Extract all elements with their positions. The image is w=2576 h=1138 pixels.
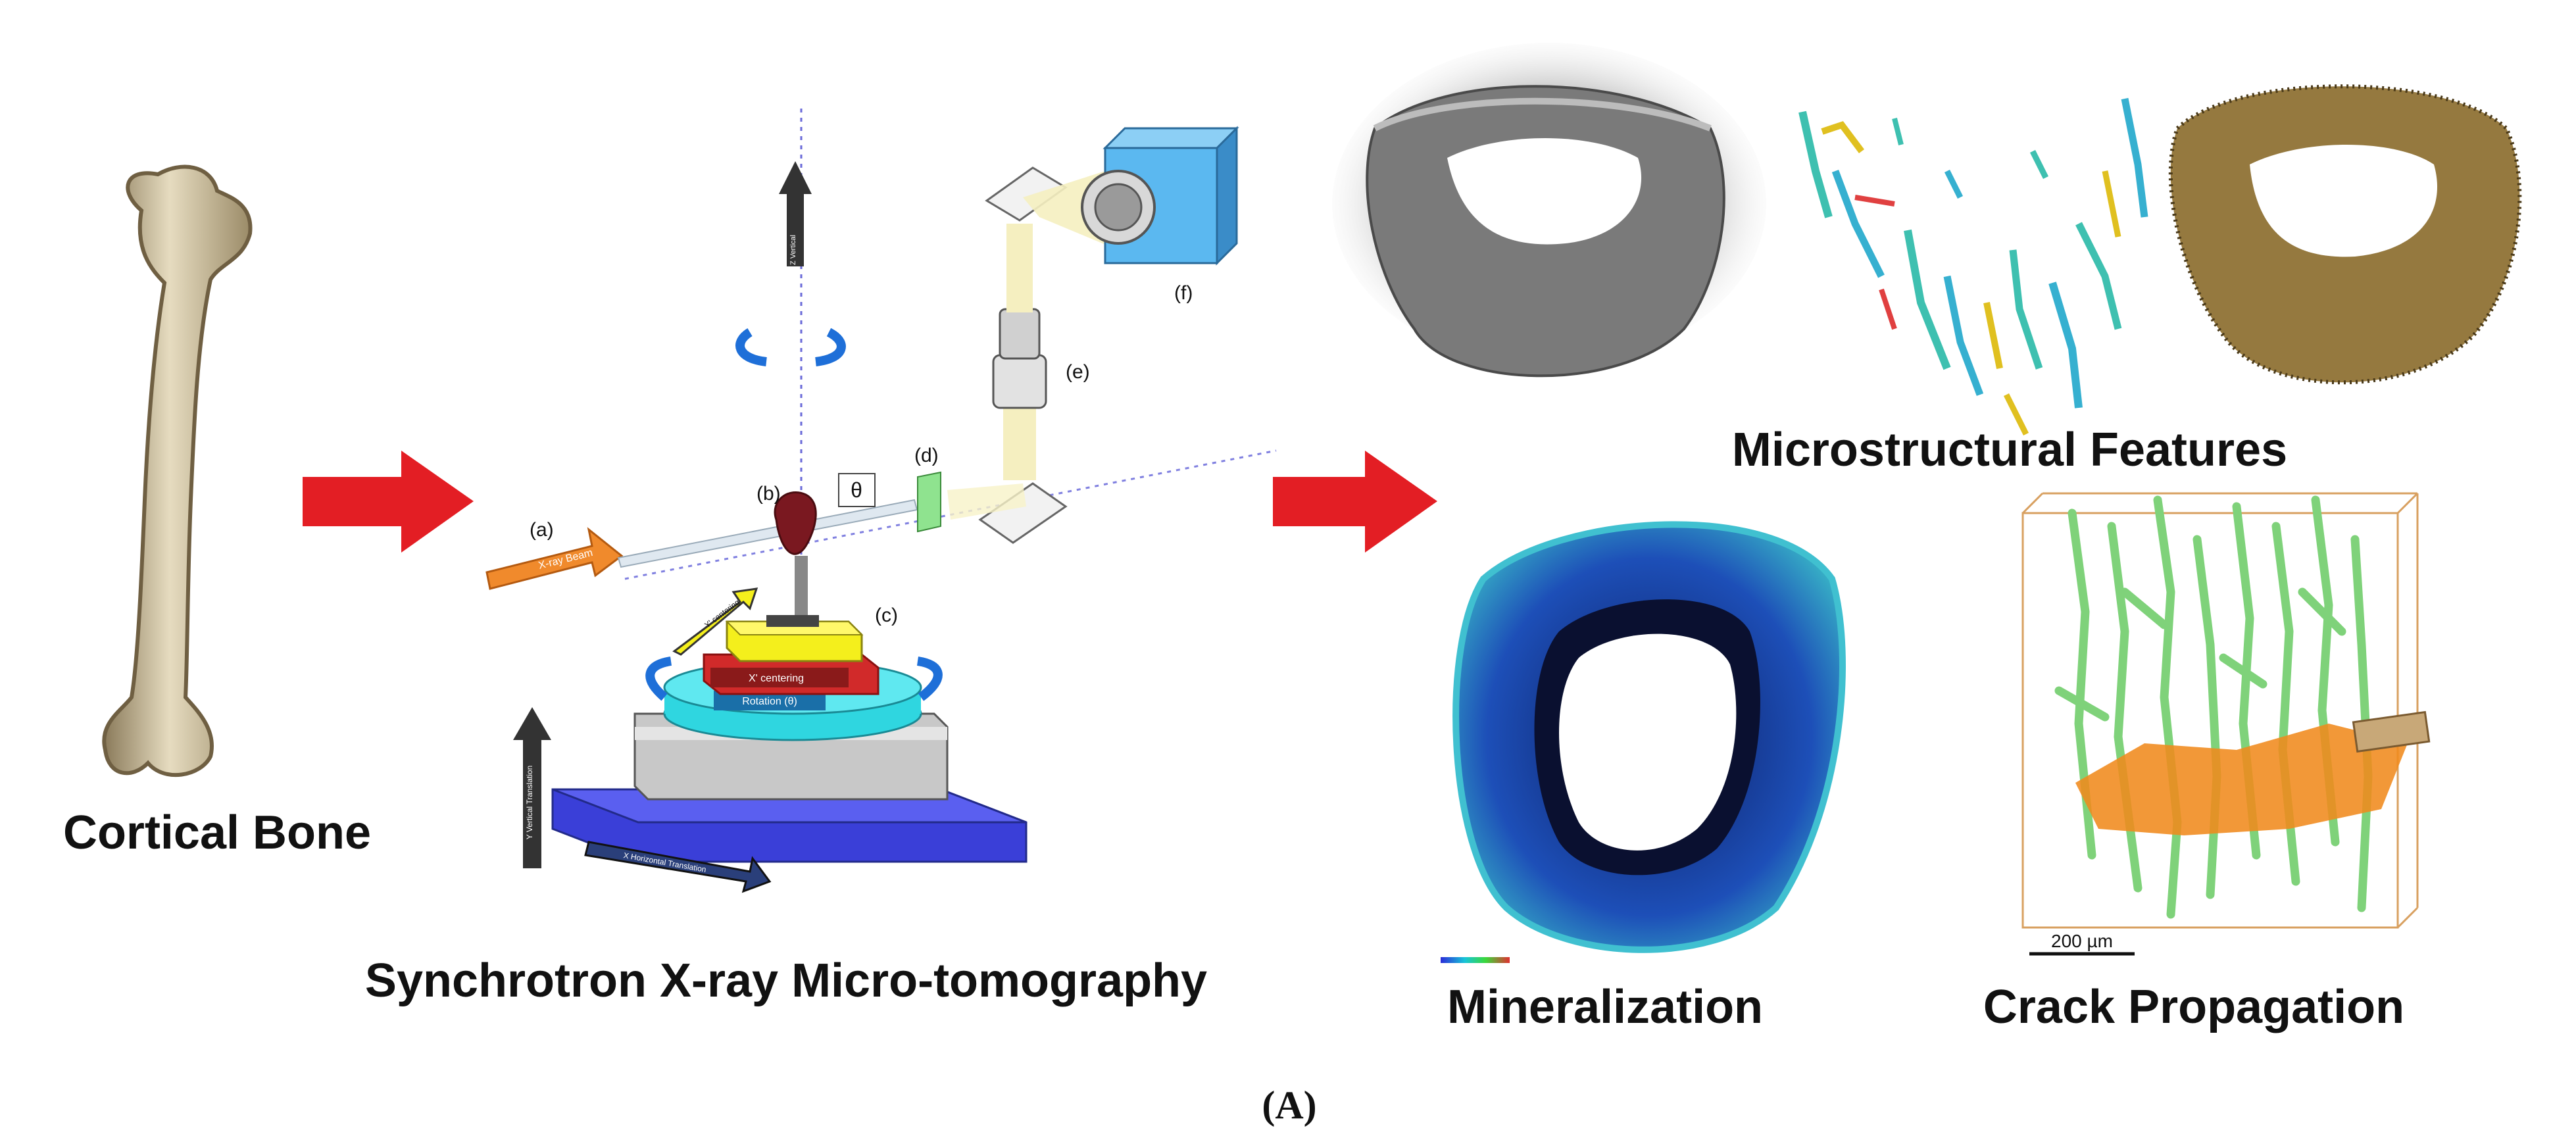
- svg-text:X' centering: X' centering: [749, 673, 804, 684]
- y-vertical-arrow: Y Vertical Translation: [513, 707, 551, 868]
- synchrotron-label: Synchrotron X-ray Micro-tomography: [365, 954, 1207, 1007]
- xray-beam-arrow: X-ray Beam: [485, 527, 624, 590]
- svg-text:Y Vertical Translation: Y Vertical Translation: [525, 766, 534, 840]
- svg-text:(e): (e): [1066, 361, 1090, 383]
- tomography-setup-diagram: Z Vertical X-ray Beam (b) (a) θ (d): [485, 109, 1277, 893]
- crack-propagation-label: Crack Propagation: [1983, 981, 2404, 1033]
- svg-text:(d): (d): [914, 445, 939, 466]
- cortical-bone-label: Cortical Bone: [63, 806, 371, 859]
- panel-label: (A): [1262, 1083, 1316, 1127]
- rotation-stage: Rotation (θ) X' centering: [551, 615, 1028, 863]
- microstructural-label: Microstructural Features: [1732, 424, 2287, 476]
- svg-text:Rotation (θ): Rotation (θ): [742, 696, 797, 707]
- bone-sample: [774, 491, 817, 555]
- canal-network-image: [1798, 97, 2148, 436]
- scintillator: [917, 471, 941, 533]
- red-arrow-right-icon: [303, 451, 474, 553]
- red-arrow-right-icon-2: [1273, 451, 1437, 553]
- svg-text:θ: θ: [851, 478, 862, 502]
- mineralization-ring-image: [1452, 521, 1846, 953]
- scale-bar-label: 200 µm: [2051, 931, 2113, 951]
- mineralization-colorbar: [1441, 957, 1510, 963]
- svg-text:(b): (b): [756, 483, 781, 505]
- mineralization-label: Mineralization: [1447, 981, 1763, 1033]
- objective-lens: (e): [992, 224, 1090, 480]
- svg-text:(f): (f): [1174, 282, 1193, 304]
- crack-propagation-volume-image: [2021, 492, 2431, 929]
- femur-bone-illustration: [102, 164, 253, 778]
- camera-icon: (f): [1023, 126, 1239, 304]
- svg-text:(c): (c): [875, 605, 898, 626]
- svg-text:Z Vertical: Z Vertical: [789, 235, 797, 265]
- rotation-arrow-icon: [735, 328, 768, 366]
- speckled-bone-ring-image: [2168, 84, 2522, 385]
- svg-text:(a): (a): [530, 519, 554, 541]
- gray-bone-ring-image: [1332, 43, 1766, 378]
- z-vertical-arrow: Z Vertical: [779, 161, 812, 266]
